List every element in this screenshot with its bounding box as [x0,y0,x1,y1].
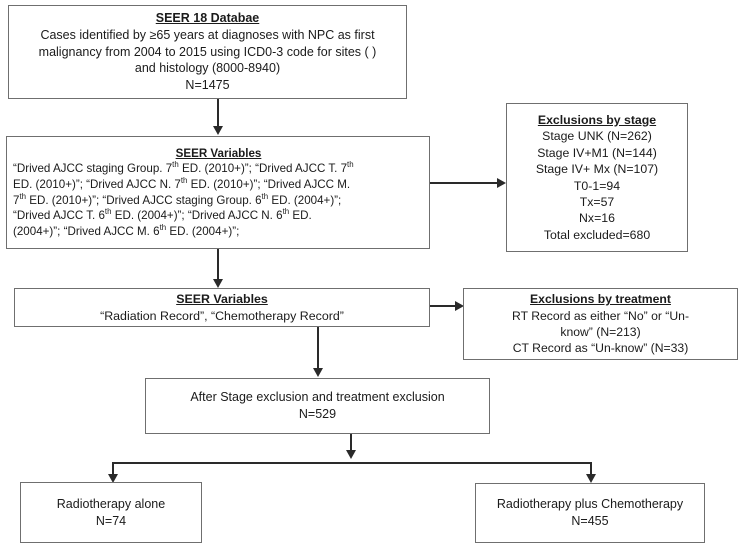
exclusion-stage-iv-mx: Stage IV+ Mx (N=107) [535,162,659,177]
connector-staging-to-treatment-variables-arrowhead [212,279,223,288]
exclusion-nx: Nx=16 [579,211,615,226]
variables-staging-line-1: “Drived AJCC staging Group. 7th ED. (201… [13,160,354,176]
node-seer-database-line-2: malignancy from 2004 to 2015 using ICD0-… [38,44,377,59]
node-radiotherapy-plus-chemotherapy-count: N=455 [571,514,609,528]
connector-staging-to-treatment-variables [217,249,219,280]
connector-branch-right-drop [590,462,592,476]
node-seer-variables-treatment-title: SEER Variables [176,291,268,306]
node-after-exclusions: After Stage exclusion and treatment excl… [145,378,490,434]
node-seer-database-count: N=1475 [185,78,230,93]
exclusion-stage-iv-m1: Stage IV+M1 (N=144) [537,145,657,160]
node-exclusions-by-stage-title: Exclusions by stage [537,112,657,127]
variables-staging-line-5: (2004+)”; “Drived AJCC M. 6th ED. (2004+… [13,222,240,238]
node-exclusions-by-treatment: Exclusions by treatment RT Record as eit… [463,288,738,360]
node-seer-database: SEER 18 Databae Cases identified by ≥65 … [8,5,407,99]
exclusion-rt-record-line-1: RT Record as either “No” or “Un- [512,308,689,323]
node-seer-database-line-1: Cases identified by ≥65 years at diagnos… [40,27,375,42]
connector-after-exclusions-stem-arrowhead [345,450,356,459]
connector-after-exclusions-stem [350,434,352,452]
connector-branch-left-arrowhead [108,474,118,483]
connector-variables-to-stage-exclusions-arrowhead [497,177,506,188]
connector-branch-left-drop [112,462,114,476]
variables-staging-line-3: 7th ED. (2010+)”; “Drived AJCC staging G… [13,191,342,207]
node-radiotherapy-alone-label: Radiotherapy alone [56,496,166,511]
node-radiotherapy-alone-count: N=74 [95,513,127,528]
connector-database-to-variables-arrowhead [212,126,223,135]
node-exclusions-by-stage: Exclusions by stage Stage UNK (N=262) St… [506,103,688,252]
exclusion-rt-record-line-2: know” (N=213) [560,325,641,339]
node-radiotherapy-plus-chemotherapy: Radiotherapy plus Chemotherapy N=455 [475,483,705,543]
connector-branch-bar [112,462,592,464]
connector-database-to-variables [217,99,219,127]
node-after-exclusions-label: After Stage exclusion and treatment excl… [190,390,445,405]
exclusion-tx: Tx=57 [579,194,615,209]
node-seer-variables-staging-body: “Drived AJCC staging Group. 7th ED. (201… [13,161,424,239]
connector-treatment-to-treatment-exclusions-arrowhead [455,300,464,311]
connector-variables-to-stage-exclusions [430,182,498,184]
variables-staging-line-4: “Drived AJCC T. 6th ED. (2004+)”; “Drive… [13,207,312,223]
node-seer-variables-treatment: SEER Variables “Radiation Record”, “Chem… [14,288,430,327]
connector-treatment-to-after-exclusions [317,327,319,369]
node-seer-database-line-3: and histology (8000-8940) [134,61,281,76]
node-seer-variables-staging: SEER Variables “Drived AJCC staging Grou… [6,136,430,249]
node-exclusions-by-treatment-title: Exclusions by treatment [530,292,671,307]
variables-staging-line-2: ED. (2010+)”; “Drived AJCC N. 7th ED. (2… [13,176,351,191]
exclusion-t0-1: T0-1=94 [573,178,621,193]
node-radiotherapy-plus-chemotherapy-label: Radiotherapy plus Chemotherapy [496,497,684,512]
node-after-exclusions-count: N=529 [298,407,337,421]
exclusion-stage-unk: Stage UNK (N=262) [542,129,652,144]
node-radiotherapy-alone: Radiotherapy alone N=74 [20,482,202,543]
connector-treatment-to-after-exclusions-arrowhead [312,368,323,377]
node-seer-database-title: SEER 18 Databae [155,11,260,26]
connector-treatment-to-treatment-exclusions [430,305,456,307]
node-seer-variables-treatment-records: “Radiation Record”, “Chemotherapy Record… [100,308,344,323]
exclusion-stage-total: Total excluded=680 [543,227,651,242]
node-seer-variables-staging-title: SEER Variables [175,146,262,160]
connector-branch-right-arrowhead [586,474,596,483]
exclusion-ct-record: CT Record as “Un-know” (N=33) [512,341,689,356]
